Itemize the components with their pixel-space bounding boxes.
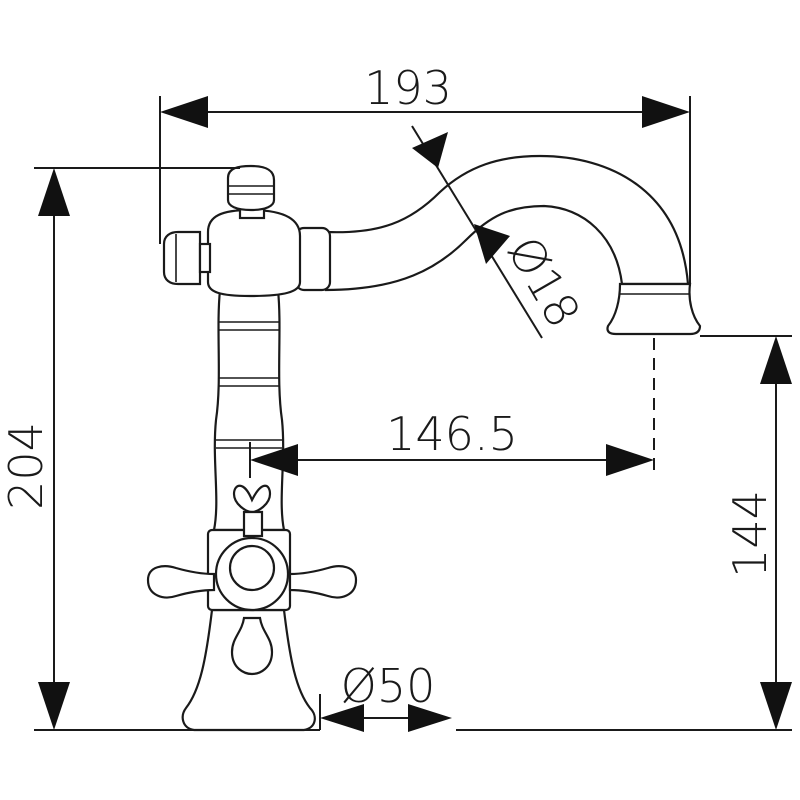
dimension-overall-width: 193 — [159, 61, 691, 286]
dimension-label-d50: Ø50 — [341, 659, 436, 713]
faucet — [146, 154, 702, 732]
dimension-label-144: 144 — [723, 490, 777, 578]
cross-handle — [146, 484, 358, 676]
dimension-base-diameter: Ø50 — [319, 659, 452, 732]
mixing-head — [206, 208, 302, 298]
dimension-label-d18: Ø18 — [497, 227, 591, 336]
dimension-label-204: 204 — [0, 422, 53, 510]
top-knob — [226, 164, 276, 212]
spout-aerator — [606, 282, 702, 336]
dimension-spout-height: 144 — [456, 335, 792, 731]
dimension-label-193: 193 — [364, 61, 452, 115]
dimension-spout-reach: 146.5 — [249, 338, 655, 478]
dimension-overall-height: 204 — [0, 167, 320, 731]
side-knob — [162, 230, 202, 286]
dimension-label-146-5: 146.5 — [386, 407, 518, 461]
